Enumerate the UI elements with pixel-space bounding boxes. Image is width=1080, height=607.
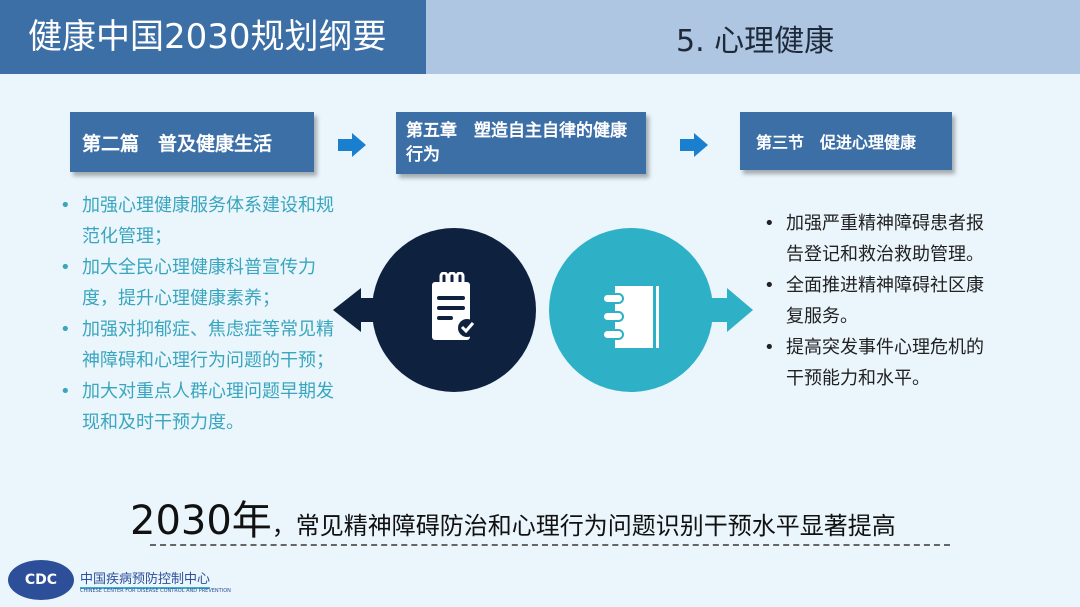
goal-statement: 2030年，常见精神障碍防治和心理行为问题识别干预水平显著提高 (130, 488, 896, 546)
flow-box-chapter: 第五章 塑造自主自律的健康行为 (396, 112, 646, 174)
list-item: 加强心理健康服务体系建设和规范化管理； (56, 190, 336, 252)
goal-year: 2030年 (130, 498, 272, 544)
arrow-right-icon (338, 133, 366, 157)
cdc-name-en: CHINESE CENTER FOR DISEASE CONTROL AND P… (80, 588, 231, 594)
presentation-title: 健康中国2030规划纲要 (0, 0, 426, 74)
right-arrow-icon (705, 288, 753, 332)
notebook-icon (602, 286, 659, 348)
flow-box-section: 第三节 促进心理健康 (740, 112, 952, 170)
cdc-name-cn: 中国疾病预防控制中心 (80, 568, 211, 589)
list-item: 加大对重点人群心理问题早期发现和及时干预力度。 (56, 376, 336, 438)
checklist-circle (372, 228, 536, 392)
dashed-divider (150, 544, 950, 546)
list-item: 加强严重精神障碍患者报告登记和救治救助管理。 (760, 208, 1000, 270)
arrow-right-icon (680, 133, 708, 157)
section-title: 5. 心理健康 (426, 0, 1080, 74)
list-item: 加强对抑郁症、焦虑症等常见精神障碍和心理行为问题的干预； (56, 314, 336, 376)
list-item: 全面推进精神障碍社区康复服务。 (760, 270, 1000, 332)
cdc-logo: CDC 中国疾病预防控制中心 CHINESE CENTER FOR DISEAS… (6, 556, 246, 604)
cdc-badge: CDC (8, 560, 74, 600)
checklist-notepad-icon (432, 272, 476, 340)
notebook-circle (549, 228, 713, 392)
right-bullet-list: 加强严重精神障碍患者报告登记和救治救助管理。 全面推进精神障碍社区康复服务。 提… (760, 208, 1000, 394)
list-item: 提高突发事件心理危机的干预能力和水平。 (760, 332, 1000, 394)
left-bullet-list: 加强心理健康服务体系建设和规范化管理； 加大全民心理健康科普宣传力度，提升心理健… (56, 190, 336, 438)
goal-text: ，常见精神障碍防治和心理行为问题识别干预水平显著提高 (271, 512, 896, 540)
flow-box-part: 第二篇 普及健康生活 (70, 112, 314, 172)
list-item: 加大全民心理健康科普宣传力度，提升心理健康素养； (56, 252, 336, 314)
